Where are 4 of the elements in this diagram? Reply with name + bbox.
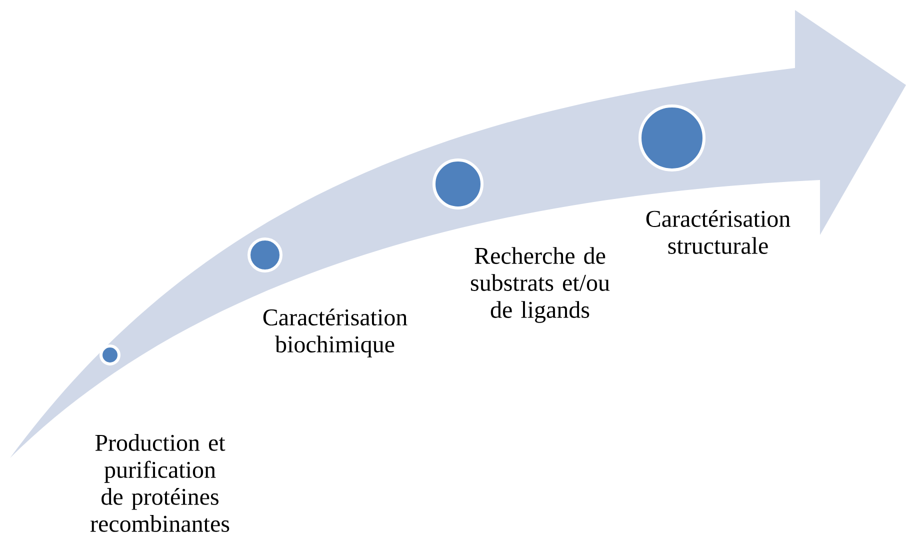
step-label: Caractérisation structurale [646, 210, 790, 254]
step-label: Caractérisation biochimique [263, 308, 408, 358]
step-label: Recherche de substrats et/ou de ligands [471, 247, 610, 323]
step-label: Production et purification de protéines recombinantes [90, 434, 230, 532]
